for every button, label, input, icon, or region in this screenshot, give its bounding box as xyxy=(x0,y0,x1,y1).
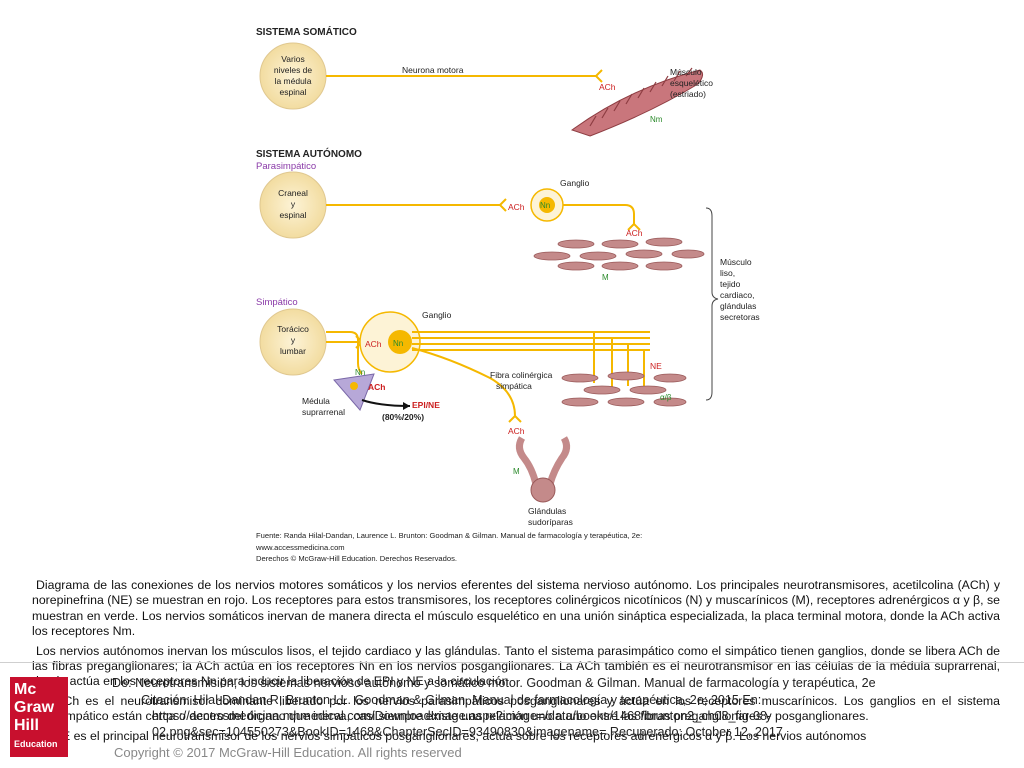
svg-text:(estriado): (estriado) xyxy=(670,89,706,99)
parasympathetic-ganglion: Nn xyxy=(530,188,564,222)
source-line-1: Fuente: Randa Hilal-Dandan, Laurence L. … xyxy=(256,531,642,540)
svg-text:sudoríparas: sudoríparas xyxy=(528,517,573,527)
somatic-spinal-node: Varios niveles de la médula espinal xyxy=(259,42,327,110)
svg-text:la médula: la médula xyxy=(275,76,312,86)
sweat-m-receptor-label: M xyxy=(513,467,520,476)
svg-text:Varios: Varios xyxy=(281,54,304,64)
svg-text:espinal: espinal xyxy=(280,210,307,220)
sweat-gland xyxy=(515,436,571,503)
smooth-muscle-cells-sympathetic xyxy=(561,371,687,407)
caption-paragraph-3: La ACh es el neurotransmisor dominante l… xyxy=(32,693,1000,724)
epi-release-arrow xyxy=(361,399,411,407)
mcgraw-hill-logo: Mc Graw Hill Education xyxy=(10,677,68,757)
svg-text:y: y xyxy=(291,199,296,209)
sympathetic-label: Simpático xyxy=(256,297,298,308)
cranial-spinal-node: Craneal y espinal xyxy=(259,171,327,239)
epi-ne-ratio: (80%/20%) xyxy=(382,412,424,422)
source-line-3: Derechos © McGraw-Hill Education. Derech… xyxy=(256,554,457,563)
svg-text:Nn: Nn xyxy=(393,339,403,348)
motor-endplate xyxy=(595,69,603,83)
svg-text:espinal: espinal xyxy=(280,87,307,97)
caption-paragraph-1: Diagrama de las conexiones de los nervio… xyxy=(32,578,1000,639)
skeletal-muscle xyxy=(570,67,704,137)
epi-ne-label: EPI/NE xyxy=(412,400,440,410)
somatic-system-title: SISTEMA SOMÁTICO xyxy=(256,25,357,38)
svg-text:secretoras: secretoras xyxy=(720,312,760,322)
svg-text:simpática: simpática xyxy=(496,381,532,391)
svg-text:Músculo: Músculo xyxy=(720,257,752,267)
svg-text:glándulas: glándulas xyxy=(720,301,756,311)
alpha-beta-receptor-label: α/β xyxy=(660,393,672,402)
adrenal-nn-label: Nn xyxy=(355,368,365,377)
svg-text:liso,: liso, xyxy=(720,268,735,278)
cholinergic-fiber-label: Fibra colinérgica xyxy=(490,370,553,380)
svg-text:Torácico: Torácico xyxy=(277,324,309,334)
symp-ganglion-ach-label: ACh xyxy=(365,339,382,349)
source-line-2: www.accessmedicina.com xyxy=(255,543,345,552)
parasympathetic-postganglionic-fiber xyxy=(563,204,635,224)
autonomic-somatic-diagram: SISTEMA SOMÁTICO Varios niveles de la mé… xyxy=(250,18,790,563)
cholinergic-sympathetic-fiber xyxy=(411,347,516,417)
sympathetic-ganglion: Nn xyxy=(359,311,421,373)
sweat-ach-label: ACh xyxy=(508,426,525,436)
target-bracket xyxy=(705,207,719,401)
adrenal-ach-label: ACh xyxy=(368,382,385,392)
footer-divider xyxy=(0,662,1024,663)
motor-neuron-label: Neurona motora xyxy=(402,65,464,75)
copyright-notice: Copyright © 2017 McGraw-Hill Education. … xyxy=(114,745,462,760)
parasympathetic-label: Parasimpático xyxy=(256,161,316,172)
autonomic-system-title: SISTEMA AUTÓNOMO xyxy=(256,147,362,160)
para-ganglion-label: Ganglio xyxy=(560,178,590,188)
para-postganglionic-ach-label: ACh xyxy=(626,228,643,238)
figure-caption: Diagrama de las conexiones de los nervio… xyxy=(32,578,1000,748)
nm-receptor-label: Nm xyxy=(650,115,663,124)
sweat-glands-label: Glándulas xyxy=(528,506,566,516)
para-m-receptor-label: M xyxy=(602,273,609,282)
svg-text:lumbar: lumbar xyxy=(280,346,306,356)
smooth-muscle-cells-parasympathetic xyxy=(533,237,705,271)
svg-text:cardiaco,: cardiaco, xyxy=(720,290,755,300)
smooth-muscle-label: Músculo liso, tejido cardiaco, glándulas… xyxy=(720,257,760,322)
svg-text:niveles de: niveles de xyxy=(274,65,313,75)
adrenal-preganglionic-fiber xyxy=(326,331,363,375)
svg-text:esquelético: esquelético xyxy=(670,78,713,88)
caption-paragraph-2: Los nervios autónomos inervan los múscul… xyxy=(32,643,1000,689)
sympathetic-postganglionic-fibers xyxy=(412,331,650,394)
para-ganglion-ach-label: ACh xyxy=(508,202,525,212)
svg-text:y: y xyxy=(291,335,296,345)
skeletal-muscle-label: Músculo xyxy=(670,67,702,77)
svg-text:Craneal: Craneal xyxy=(278,188,308,198)
svg-text:suprarrenal: suprarrenal xyxy=(302,407,345,417)
svg-text:tejido: tejido xyxy=(720,279,741,289)
adrenal-label: Médula xyxy=(302,396,330,406)
symp-ne-label: NE xyxy=(650,361,662,371)
caption-paragraph-4: La NE es el principal neurotransmisor de… xyxy=(36,728,867,743)
somatic-ach-label: ACh xyxy=(599,82,616,92)
symp-ganglion-label: Ganglio xyxy=(422,310,452,320)
adrenal-medulla xyxy=(333,373,375,411)
svg-text:Nn: Nn xyxy=(540,201,550,210)
thoracic-lumbar-node: Torácico y lumbar xyxy=(259,308,327,376)
